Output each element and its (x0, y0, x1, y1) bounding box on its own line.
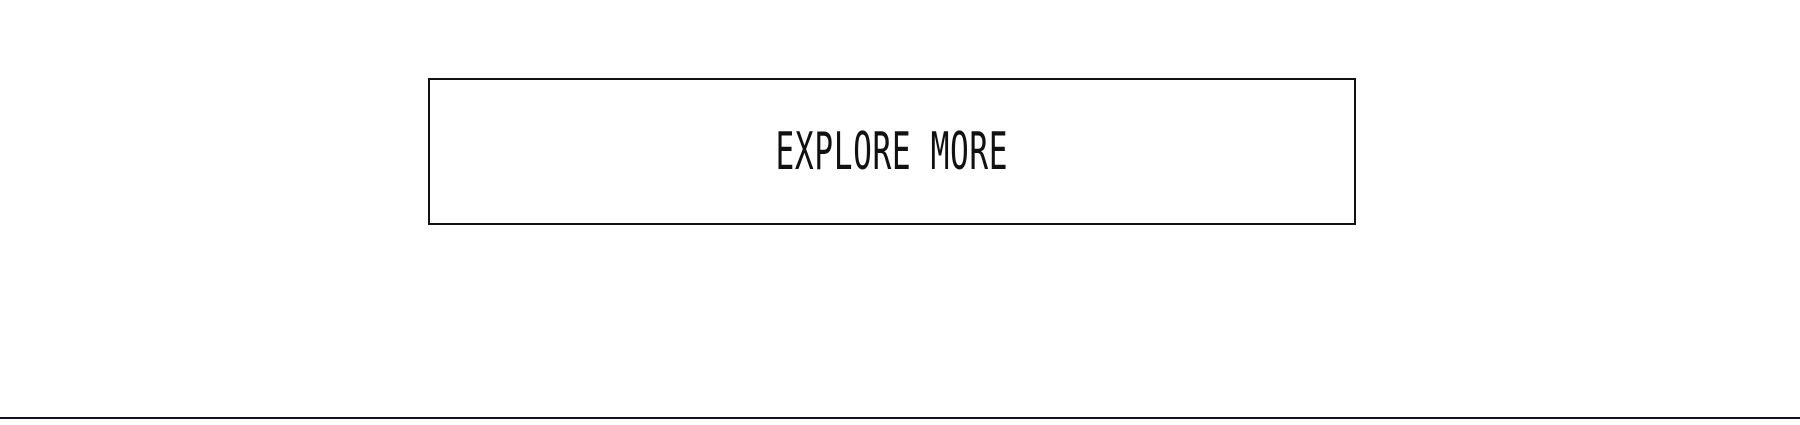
bottom-divider (0, 417, 1800, 419)
explore-more-label: EXPLORE MORE (775, 121, 1009, 182)
explore-more-button[interactable]: EXPLORE MORE (428, 78, 1356, 225)
